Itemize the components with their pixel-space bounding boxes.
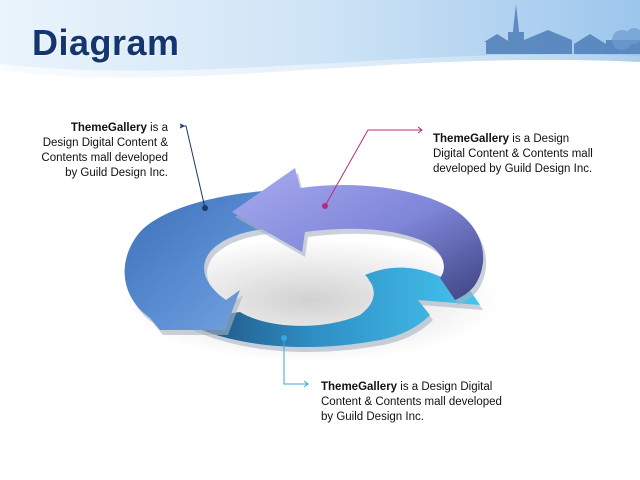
callout-brand: ThemeGallery: [433, 133, 510, 145]
leader-dot-2: [322, 203, 328, 209]
callout-text: is a Design: [509, 133, 570, 145]
callout-text: by Guild Design Inc.: [321, 411, 424, 423]
callout-top-right: ThemeGallery is a Design Digital Content…: [433, 132, 623, 177]
callout-text: Content & Contents mall developed: [321, 396, 502, 408]
callout-top-left: ThemeGallery is a Design Digital Content…: [18, 121, 168, 181]
callout-text: by Guild Design Inc.: [65, 167, 168, 179]
leader-dot-3: [281, 335, 287, 341]
header-banner: [0, 0, 640, 90]
page-title: Diagram: [32, 22, 180, 63]
callout-brand: ThemeGallery: [70, 122, 147, 134]
callout-text: developed by Guild Design Inc.: [433, 163, 593, 175]
callout-text: Digital Content & Contents mall: [433, 148, 593, 160]
arrow-top: [232, 168, 487, 305]
leader-dot-1: [202, 205, 208, 211]
callout-text: is a Design Digital: [397, 381, 493, 393]
leader-line-2: [324, 126, 423, 207]
callout-bottom: ThemeGallery is a Design Digital Content…: [321, 380, 541, 425]
callout-text: Design Digital Content &: [42, 137, 168, 149]
town-silhouette-icon: [484, 4, 640, 54]
arrow-left: [124, 190, 283, 335]
tree-icon: [612, 28, 640, 50]
callout-text: is a: [146, 122, 168, 134]
leader-line-1: [179, 123, 206, 209]
arrow-bottom: [180, 267, 483, 353]
callout-text: Contents mall developed: [41, 152, 168, 164]
leader-line-3: [283, 338, 309, 388]
callout-brand: ThemeGallery: [321, 381, 398, 393]
